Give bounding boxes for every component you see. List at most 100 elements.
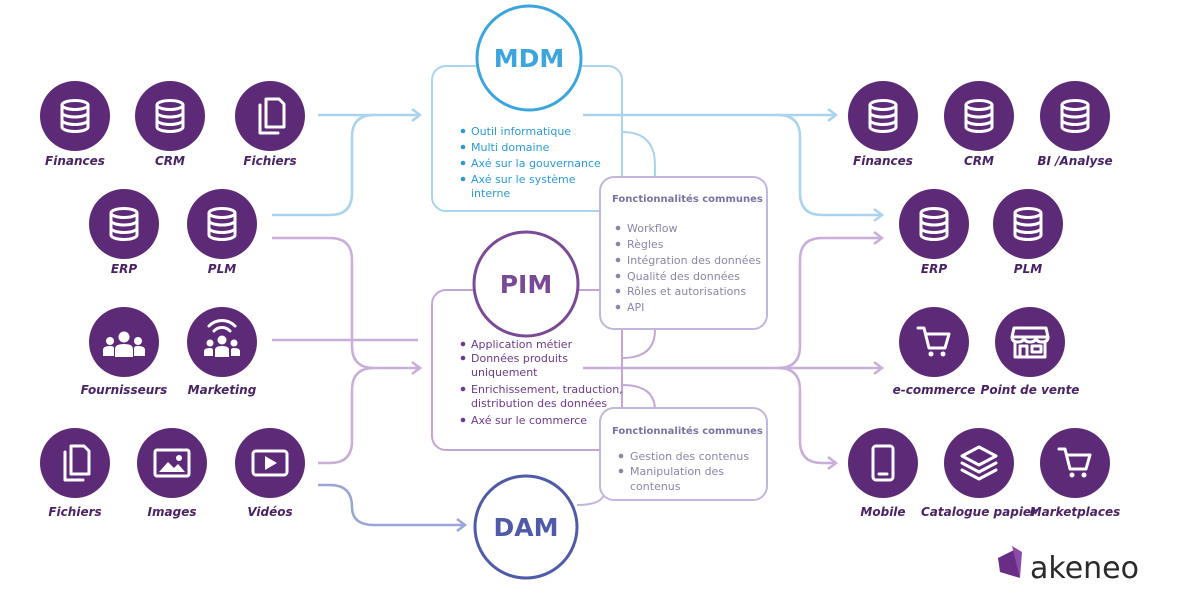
target-node-plm: PLM [993,189,1063,276]
dam-hub [473,474,579,580]
common-feature-item: Intégration des données [627,254,761,267]
mdm-title: MDM [494,44,565,73]
source-label: Vidéos [247,505,292,519]
pim-link-to-common-top [621,325,656,359]
source-node-erp: ERP [89,189,159,276]
common-features-list-1: Workflow Règles Intégration des données … [615,222,761,314]
source-label: PLM [208,262,236,276]
arrow-mdm-out-erp [873,208,885,222]
pim-bullet: Données produits [471,352,568,365]
arrow-pim-out-erp [873,231,885,245]
target-node-ecommerce: e-commerce [893,307,976,397]
brand-name: akeneo [1030,551,1139,586]
common-features-list-2: Gestion des contenus Manipulation des co… [618,450,749,493]
pim-bullet: Enrichissement, traduction, [471,383,623,396]
source-label: Images [148,505,197,519]
source-node-fichiers-bottom: Fichiers [40,428,110,519]
source-node-plm: PLM [187,189,257,276]
mdm-bullet: Axé sur la gouvernance [471,157,601,170]
pim-bullet-continued: uniquement [471,366,538,379]
source-node-fournisseurs: Fournisseurs [81,307,168,397]
pim-title: PIM [500,270,553,299]
source-label: Fichiers [48,505,101,519]
akeneo-logo-mark-icon [998,550,1020,578]
mdm-bullet: Multi domaine [471,141,550,154]
connector-mdm-to-erp-plm [777,113,880,217]
connector-media-to-pim [318,366,375,465]
target-label: e-commerce [893,383,976,397]
source-node-marketing: Marketing [187,307,257,397]
target-label: PLM [1014,262,1042,276]
target-label: Catalogue papier [921,505,1038,519]
dam-title: DAM [494,513,559,542]
pim-bullet: Application métier [471,338,573,351]
source-node-images: Images [137,428,207,519]
common-feature-item: Manipulation des [630,465,724,478]
target-node-catalogue-papier: Catalogue papier [921,428,1038,519]
target-node-point-de-vente: Point de vente [981,307,1080,397]
akeneo-logo: akeneo [998,546,1139,586]
common-features-box-2 [599,407,768,501]
source-label: Fournisseurs [81,383,168,397]
source-label: ERP [111,262,137,276]
mdm-bullet: Outil informatique [471,125,571,138]
target-node-crm: CRM [944,81,1014,168]
arrow-mdm-out-top [827,108,839,122]
target-label: Marketplaces [1030,505,1121,519]
common-features-box-1 [599,176,768,330]
target-label: ERP [921,262,947,276]
source-label: CRM [155,154,185,168]
target-label: Mobile [860,505,905,519]
source-label: Marketing [188,383,257,397]
common-feature-item: Workflow [627,222,678,235]
arrow-dam-in [456,518,468,532]
source-label: Finances [45,154,105,168]
common-feature-item-continued: contenus [630,480,681,493]
source-node-fichiers-top: Fichiers [235,81,305,168]
target-node-mobile: Mobile [848,428,918,519]
target-label: CRM [964,154,994,168]
arrow-mdm-in [411,108,423,122]
source-node-finances: Finances [40,81,110,168]
target-node-bi: BI /Analyse [1037,81,1113,168]
connector-pim-to-erp-plm [777,236,880,370]
target-label: Point de vente [981,383,1080,397]
target-label: Finances [853,154,913,168]
arrow-pim-out-channels [827,456,839,470]
common-feature-item: Rôles et autorisations [627,285,746,298]
arrow-pim-out-ecommerce [873,361,885,375]
source-label: Fichiers [243,154,296,168]
pim-bullet: Axé sur le commerce [471,414,587,427]
mdm-hub [475,4,583,112]
mdm-bullets: Outil informatique Multi domaine Axé sur… [460,125,601,200]
source-nodes: Finances CRM Fichiers ERP PLM Fournisseu… [40,81,305,519]
common-features-title-2: Fonctionnalités communes [612,425,763,437]
target-nodes: Finances CRM BI /Analyse ERP PLM e-comme… [848,81,1120,519]
common-feature-item: Gestion des contenus [630,450,749,463]
connector-media-to-dam [318,483,463,527]
source-node-videos: Vidéos [235,428,305,519]
pim-hub [472,230,580,338]
target-node-marketplaces: Marketplaces [1030,428,1121,519]
mdm-bullet: Axé sur le système [471,173,576,186]
dam-link-to-common [576,494,605,506]
target-label: BI /Analyse [1037,154,1112,168]
source-node-crm: CRM [135,81,205,168]
akeneo-logo-mark-facet [1012,546,1022,578]
connector-lines [272,108,885,532]
target-node-erp: ERP [899,189,969,276]
target-node-finances: Finances [848,81,918,168]
pim-bullets: Application métier Données produits uniq… [460,338,623,427]
common-feature-item: API [627,301,644,314]
connector-erp-plm-to-pim [272,236,418,370]
pim-bullet-continued: distribution des données [471,397,607,410]
connector-erp-plm-to-mdm [272,113,375,217]
common-feature-item: Règles [627,238,664,251]
connector-pim-to-channels [777,366,834,465]
pim-link-to-common-bottom [621,384,656,411]
common-feature-item: Qualité des données [627,270,740,283]
mdm-bullet-continued: interne [471,187,510,200]
mdm-link-to-common [621,131,656,177]
common-features-title-1: Fonctionnalités communes [612,193,763,205]
